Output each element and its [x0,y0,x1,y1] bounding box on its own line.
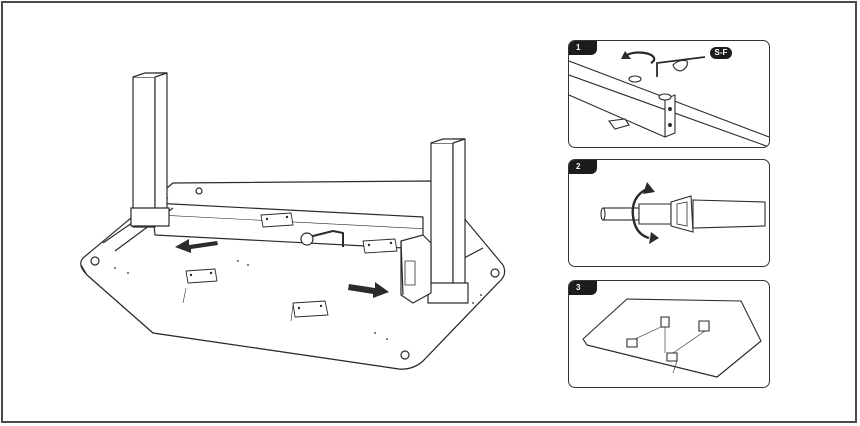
step-2-illustration [600,182,766,244]
right-leg [427,138,469,304]
motor-box [400,234,432,304]
left-arrow-icon [175,239,218,253]
step-1-illustration [569,51,769,147]
step-number-badge: 1 [569,41,597,55]
rotate-arrow-icon [631,188,650,240]
mounting-plates [185,212,398,318]
step-number-badge: 3 [569,281,597,295]
left-leg [130,72,170,228]
step-panel-1: 1 S-F [568,40,770,148]
hex-key-icon [300,230,344,247]
step-panel-2: 2 [568,159,770,267]
tool-code-badge: S-F [710,47,732,59]
hex-key-icon [656,56,706,77]
step-number-badge: 2 [569,160,597,174]
desk-assembly-illustration [80,72,506,370]
right-arrow-icon [348,282,389,298]
rotate-arrow-icon [626,51,656,64]
step-3-illustration [582,298,762,378]
step-panel-3: 3 [568,280,770,388]
